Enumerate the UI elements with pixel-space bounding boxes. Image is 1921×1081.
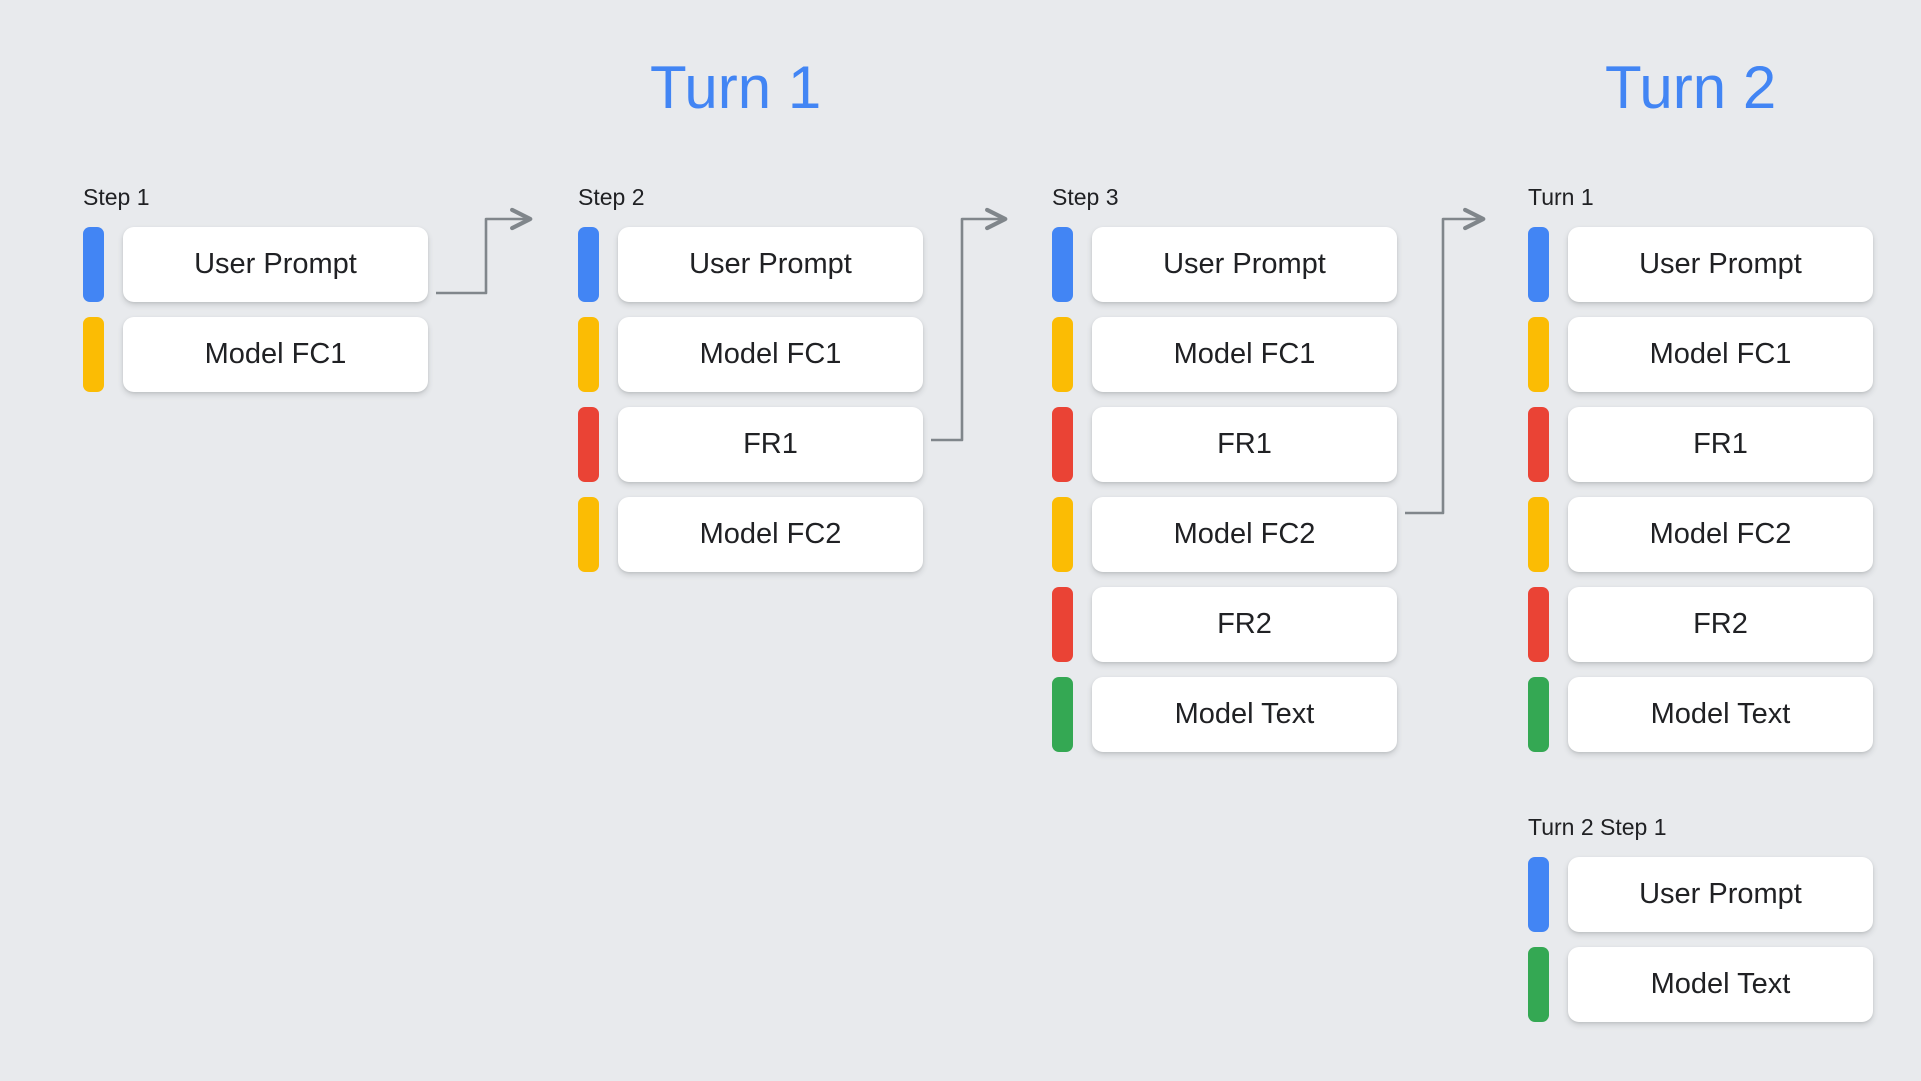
column-label-turn-2-step-1: Turn 2 Step 1: [1528, 814, 1667, 840]
connector-step1-to-step2: [436, 207, 533, 295]
column-step-2: Step 2 User Prompt Model FC1 FR1 Model F…: [578, 186, 923, 572]
card-label[interactable]: Model FC2: [1092, 497, 1397, 572]
turn-2-title: Turn 2: [1605, 54, 1777, 121]
card-label[interactable]: Model FC1: [123, 317, 428, 392]
row-stack-step-2: User Prompt Model FC1 FR1 Model FC2: [578, 227, 923, 572]
row-model-fc1[interactable]: Model FC1: [578, 317, 923, 392]
color-bar-red: [578, 407, 599, 482]
card-label[interactable]: User Prompt: [1092, 227, 1397, 302]
color-bar-blue: [1528, 857, 1549, 932]
turn-1-title: Turn 1: [650, 54, 822, 121]
card-label[interactable]: FR1: [618, 407, 923, 482]
row-stack-step-3: User Prompt Model FC1 FR1 Model FC2 FR2 …: [1052, 227, 1397, 752]
color-bar-yellow: [83, 317, 104, 392]
color-bar-red: [1528, 407, 1549, 482]
card-label[interactable]: FR1: [1092, 407, 1397, 482]
color-bar-blue: [1052, 227, 1073, 302]
column-turn-1: Turn 1 User Prompt Model FC1 FR1 Model F…: [1528, 186, 1873, 752]
row-model-fc1[interactable]: Model FC1: [83, 317, 428, 392]
row-user-prompt[interactable]: User Prompt: [578, 227, 923, 302]
row-model-fc1[interactable]: Model FC1: [1528, 317, 1873, 392]
row-model-fc2[interactable]: Model FC2: [1528, 497, 1873, 572]
color-bar-blue: [578, 227, 599, 302]
row-user-prompt[interactable]: User Prompt: [83, 227, 428, 302]
card-label[interactable]: Model Text: [1092, 677, 1397, 752]
row-fr2[interactable]: FR2: [1052, 587, 1397, 662]
row-fr1[interactable]: FR1: [578, 407, 923, 482]
row-model-fc1[interactable]: Model FC1: [1052, 317, 1397, 392]
row-user-prompt[interactable]: User Prompt: [1528, 857, 1873, 932]
column-label-step-1: Step 1: [83, 184, 150, 210]
column-label-step-3: Step 3: [1052, 184, 1119, 210]
color-bar-red: [1528, 587, 1549, 662]
column-step-1: Step 1 User Prompt Model FC1: [83, 186, 428, 392]
card-label[interactable]: Model FC1: [618, 317, 923, 392]
card-label[interactable]: Model Text: [1568, 677, 1873, 752]
card-label[interactable]: FR1: [1568, 407, 1873, 482]
row-model-fc2[interactable]: Model FC2: [578, 497, 923, 572]
connector-step3-to-turn1: [1405, 207, 1486, 515]
card-label[interactable]: Model FC1: [1568, 317, 1873, 392]
column-turn-2-step-1: Turn 2 Step 1 User Prompt Model Text: [1528, 816, 1873, 1022]
column-label-step-2: Step 2: [578, 184, 645, 210]
color-bar-yellow: [1528, 317, 1549, 392]
row-fr2[interactable]: FR2: [1528, 587, 1873, 662]
row-stack-turn-1: User Prompt Model FC1 FR1 Model FC2 FR2 …: [1528, 227, 1873, 752]
column-label-turn-1: Turn 1: [1528, 184, 1594, 210]
row-fr1[interactable]: FR1: [1528, 407, 1873, 482]
row-fr1[interactable]: FR1: [1052, 407, 1397, 482]
card-label[interactable]: Model FC1: [1092, 317, 1397, 392]
card-label[interactable]: Model FC2: [1568, 497, 1873, 572]
card-label[interactable]: Model Text: [1568, 947, 1873, 1022]
card-label[interactable]: Model FC2: [618, 497, 923, 572]
color-bar-yellow: [1052, 317, 1073, 392]
color-bar-green: [1528, 677, 1549, 752]
color-bar-yellow: [1052, 497, 1073, 572]
connector-step2-to-step3: [931, 207, 1008, 442]
column-step-3: Step 3 User Prompt Model FC1 FR1 Model F…: [1052, 186, 1397, 752]
row-model-text[interactable]: Model Text: [1528, 677, 1873, 752]
row-model-text[interactable]: Model Text: [1052, 677, 1397, 752]
color-bar-green: [1052, 677, 1073, 752]
card-label[interactable]: FR2: [1568, 587, 1873, 662]
card-label[interactable]: User Prompt: [1568, 227, 1873, 302]
row-stack-step-1: User Prompt Model FC1: [83, 227, 428, 392]
card-label[interactable]: User Prompt: [1568, 857, 1873, 932]
row-user-prompt[interactable]: User Prompt: [1052, 227, 1397, 302]
color-bar-red: [1052, 587, 1073, 662]
card-label[interactable]: User Prompt: [618, 227, 923, 302]
color-bar-yellow: [1528, 497, 1549, 572]
row-model-fc2[interactable]: Model FC2: [1052, 497, 1397, 572]
row-model-text[interactable]: Model Text: [1528, 947, 1873, 1022]
card-label[interactable]: User Prompt: [123, 227, 428, 302]
row-user-prompt[interactable]: User Prompt: [1528, 227, 1873, 302]
color-bar-green: [1528, 947, 1549, 1022]
color-bar-red: [1052, 407, 1073, 482]
color-bar-blue: [1528, 227, 1549, 302]
color-bar-yellow: [578, 497, 599, 572]
row-stack-turn-2-step-1: User Prompt Model Text: [1528, 857, 1873, 1022]
color-bar-blue: [83, 227, 104, 302]
card-label[interactable]: FR2: [1092, 587, 1397, 662]
color-bar-yellow: [578, 317, 599, 392]
